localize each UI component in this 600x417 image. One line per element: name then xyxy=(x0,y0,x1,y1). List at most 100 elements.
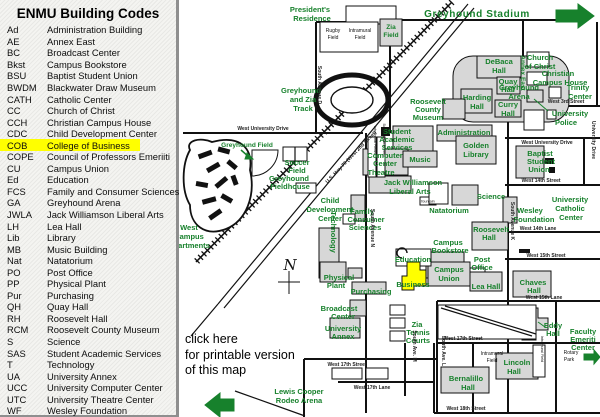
label-science: Science xyxy=(477,192,505,201)
campus-map: N President's Residence Greyhound Stadiu… xyxy=(168,0,600,417)
legend-name: College of Business xyxy=(47,139,130,151)
printable-link-line1[interactable]: click here xyxy=(185,332,238,346)
apartment-blocks xyxy=(195,146,239,221)
svg-text:Bookstore: Bookstore xyxy=(431,246,468,255)
legend-name: Church of Christ xyxy=(47,105,115,117)
jack-williamson-liberal-arts-building xyxy=(368,175,412,194)
label-business: Business xyxy=(396,280,429,289)
police-pointer-icon xyxy=(533,98,549,112)
loop-road xyxy=(396,247,408,259)
label-west-university-drive-west: West University Drive xyxy=(237,126,289,132)
label-west-17th-lane: West 17th Lane xyxy=(354,385,391,391)
legend-name: University Computer Center xyxy=(47,382,163,394)
building-labels: President's Residence Greyhound Stadium … xyxy=(168,5,597,405)
purchasing-building xyxy=(351,281,387,295)
legend-name: Physical Plant xyxy=(47,278,106,290)
label-quay-hall: Quay xyxy=(499,77,519,86)
legend-code: Ad xyxy=(7,24,19,36)
legend-name: Catholic Center xyxy=(47,93,112,105)
label-soccer-field: Soccer xyxy=(284,158,309,167)
eddy-pointer-icon xyxy=(537,321,546,328)
roosevelt-county-museum-building xyxy=(442,98,466,120)
svg-text:County: County xyxy=(415,105,442,114)
label-child-development-center: Child xyxy=(321,196,340,205)
legend-code: GA xyxy=(7,197,21,209)
legend-name: Campus Bookstore xyxy=(47,58,127,70)
zia-field-building xyxy=(379,18,403,47)
printable-version-link[interactable]: click here for printable version of this… xyxy=(185,332,295,377)
svg-text:Field: Field xyxy=(328,35,339,41)
svg-text:Field: Field xyxy=(383,32,398,39)
label-golden-library: Golden xyxy=(463,141,489,150)
label-west-14th-street: West 14th Street xyxy=(521,178,560,184)
parking-lot xyxy=(437,304,537,340)
svg-text:Police: Police xyxy=(555,118,577,127)
svg-text:and Zia: and Zia xyxy=(290,95,317,104)
label-university-annex: University xyxy=(325,324,362,333)
legend-name: University Theatre Center xyxy=(47,393,154,405)
svg-text:Foundation: Foundation xyxy=(514,215,555,224)
legend-code: T xyxy=(7,359,13,371)
svg-text:Track: Track xyxy=(293,104,313,113)
legend-name: Student Academic Services xyxy=(47,347,162,359)
greyhound-field-area xyxy=(251,149,279,177)
legend-row: CU Campus Union xyxy=(0,163,176,175)
label-intramural-field-top: Intramural xyxy=(349,28,372,34)
label-presidents-residence: President's xyxy=(290,5,330,14)
svg-text:Center: Center xyxy=(571,343,595,352)
legend-name: Education xyxy=(47,174,89,186)
label-baptist-student-union: Baptist xyxy=(527,149,553,158)
printable-link-line2[interactable]: for printable version xyxy=(185,348,295,362)
legend-name: Child Development Center xyxy=(47,128,157,140)
compass-north: N xyxy=(278,256,300,294)
svg-text:Rodeo Arena: Rodeo Arena xyxy=(276,396,323,405)
printable-link-line3[interactable]: of this map xyxy=(185,363,246,377)
christian-campus-house-building xyxy=(526,71,548,86)
svg-text:Hall: Hall xyxy=(482,233,496,242)
label-roosevelt-hall: Roosevelt xyxy=(473,225,509,234)
legend-code: CC xyxy=(7,105,21,117)
label-physical-plant: Physical xyxy=(324,273,354,282)
annex-east-building xyxy=(526,89,544,103)
legend-name: Campus Union xyxy=(47,162,110,174)
label-broadcast-center: Broadcast xyxy=(321,304,358,313)
label-faculty-emeriti-center: Faculty xyxy=(570,327,597,336)
legend-name: Annex East xyxy=(47,35,95,47)
legend-row: CC Church of Christ xyxy=(0,105,176,117)
label-campus-bookstore: Campus xyxy=(433,238,463,247)
svg-text:Field: Field xyxy=(288,166,306,175)
legend-code: JWLA xyxy=(7,209,33,221)
label-greyhound-arena: Greyhound xyxy=(499,83,539,92)
legend-code: SAS xyxy=(7,347,26,359)
legend-name: Lea Hall xyxy=(47,220,82,232)
legend-name: Roosevelt County Museum xyxy=(47,324,160,336)
svg-text:Field: Field xyxy=(487,358,498,364)
legend-code: CU xyxy=(7,162,21,174)
svg-text:Hall: Hall xyxy=(527,286,541,295)
svg-text:Apartments: Apartments xyxy=(179,241,210,250)
trinity-center-building xyxy=(548,86,562,99)
legend-name: Baptist Student Union xyxy=(47,70,138,82)
label-fountain: fountain xyxy=(421,200,435,204)
label-church-of-christ: Church xyxy=(527,53,554,62)
svg-text:Hall: Hall xyxy=(501,85,515,94)
greyhound-fieldhouse-building xyxy=(295,182,317,194)
physical-plant-building xyxy=(319,261,347,283)
legend-title: ENMU Building Codes xyxy=(16,6,160,21)
label-south-ave-l: South Ave. L xyxy=(440,336,446,366)
svg-text:Campus: Campus xyxy=(179,232,204,241)
label-theatre: Theatre xyxy=(367,168,394,177)
label-wesley-foundation: Wesley xyxy=(517,206,544,215)
